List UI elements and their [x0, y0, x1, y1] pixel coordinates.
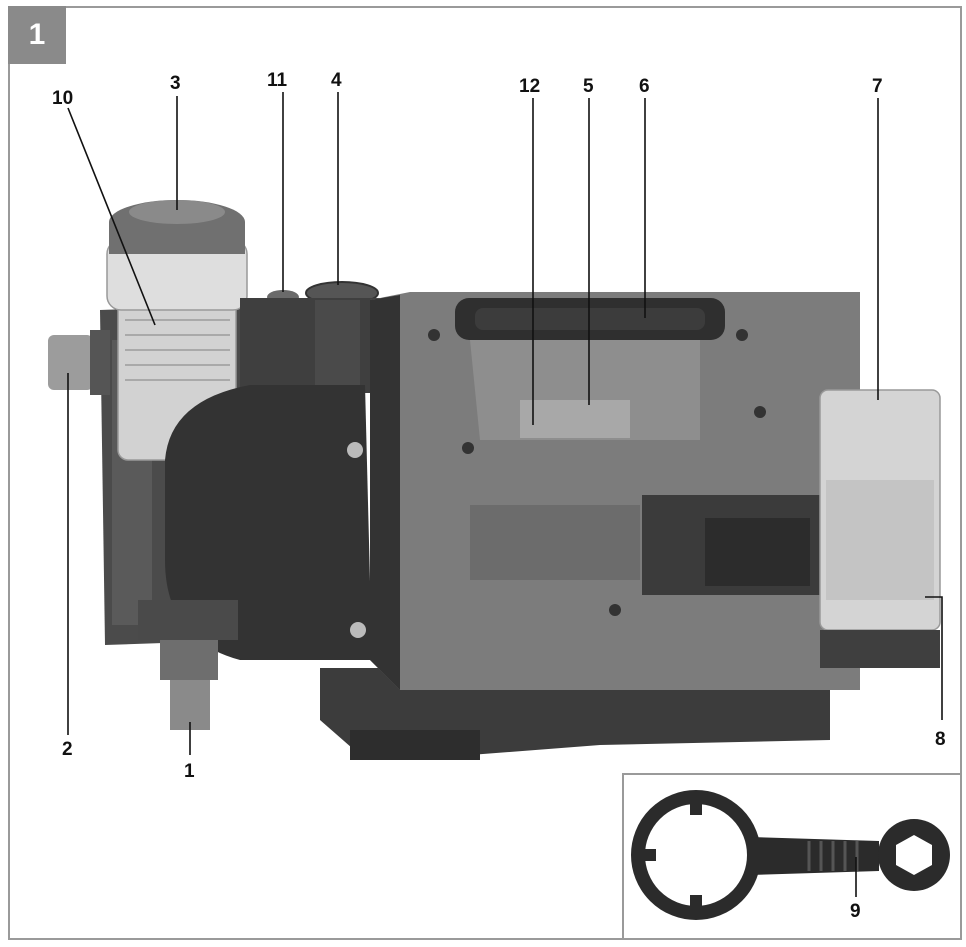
base-foot [350, 730, 480, 760]
callout-6: 6 [639, 76, 650, 97]
callout-4: 4 [331, 70, 342, 91]
leader-10 [67, 107, 156, 326]
figure-frame [8, 6, 962, 940]
callout-3: 3 [170, 73, 181, 94]
leader-8 [925, 596, 943, 720]
wrench-shaft [749, 837, 879, 875]
side-panel [470, 505, 640, 580]
outlet-thread [48, 335, 93, 390]
callout-9: 9 [850, 901, 861, 922]
pump-head [165, 385, 372, 660]
wrench-illustration: 9 [631, 790, 950, 922]
type-plate [520, 400, 630, 438]
callout-7: 7 [872, 76, 883, 97]
callout-11: 11 [267, 70, 288, 91]
figure-number-badge: 1 [8, 6, 66, 64]
callout-10: 10 [52, 88, 73, 109]
callout-2: 2 [62, 739, 73, 760]
wrench-inset: 9 [622, 773, 962, 940]
callout-12: 12 [519, 76, 540, 97]
callout-5: 5 [583, 76, 594, 97]
callout-8: 8 [935, 729, 946, 750]
suction-connection [160, 640, 218, 680]
callout-1: 1 [184, 761, 195, 782]
